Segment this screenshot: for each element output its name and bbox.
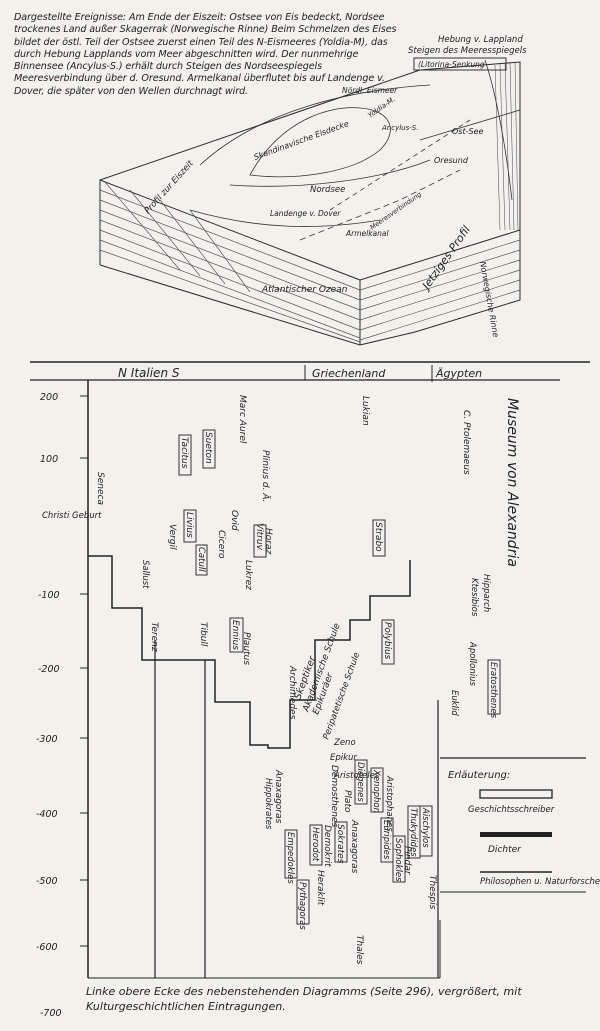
top-caption: Dargestellte Ereignisse: Am Ende der Eis… bbox=[14, 12, 397, 97]
entry-aischylos: Aischylos bbox=[420, 807, 430, 848]
entry-cicero: Cicero bbox=[216, 530, 226, 559]
entry-euripides: Euripides bbox=[381, 820, 391, 860]
entry-anaxagoras: Anaxagoras bbox=[349, 819, 359, 874]
right-mountain-hatching bbox=[494, 61, 519, 231]
header-griechenland: Griechenland bbox=[312, 367, 386, 380]
entry-hippokrates: Hippokrates bbox=[263, 778, 273, 830]
entry-plato: Plato bbox=[342, 790, 352, 813]
tick-minus-600: -600 bbox=[36, 942, 58, 953]
entry-demosthenes: Demosthenes bbox=[329, 765, 339, 827]
entry-sophokles: Sophokles bbox=[393, 838, 403, 882]
tick-200: 200 bbox=[40, 392, 58, 403]
tick-minus-200: -200 bbox=[38, 664, 60, 675]
entry-hipparch: Hipparch bbox=[481, 574, 491, 612]
entry-euklid: Euklid bbox=[449, 690, 459, 716]
tick-minus-100: -100 bbox=[38, 590, 60, 601]
greece-entries: Lukian Strabo Polybius Skeptiker Akademi… bbox=[263, 396, 437, 965]
entry-pindar: Pindar bbox=[402, 846, 412, 876]
legend-poet-swatch bbox=[480, 832, 552, 837]
entry-tibull: Tibull bbox=[198, 622, 208, 647]
y-ticks: 200 100 -100 -200 -300 -400 -500 -600 -7… bbox=[36, 392, 88, 1019]
entry-aristoteles: Aristoteles bbox=[333, 771, 380, 781]
tick-minus-700: -700 bbox=[40, 1008, 62, 1019]
christi-label: Christi Geburt bbox=[42, 511, 102, 521]
tick-100: 100 bbox=[40, 454, 58, 465]
entry-tacitus: Tacitus bbox=[179, 437, 189, 469]
entry-eratosthenes: Eratosthenes bbox=[488, 662, 498, 719]
landenge-label: Landenge v. Dover bbox=[270, 209, 341, 218]
legend-poets: Dichter bbox=[488, 845, 522, 855]
entry-livius: Livius bbox=[184, 512, 194, 538]
entry-sokrates: Sokrates bbox=[335, 824, 345, 864]
eismeer-label: Nördl. Eismeer bbox=[342, 86, 398, 95]
entry-museum: Museum von Alexandria bbox=[504, 398, 520, 567]
entry-ovid: Ovid bbox=[229, 510, 239, 531]
armelkanal-label: Armelkanal bbox=[345, 229, 390, 238]
litorina-label: (Litorina-Senkung bbox=[418, 60, 485, 69]
ostsee-label: Ost-See bbox=[452, 127, 483, 136]
staircase-boundary bbox=[88, 555, 411, 749]
entry-polybius: Polybius bbox=[382, 622, 392, 660]
entry-epikur: Epikur bbox=[330, 753, 357, 763]
entry-catull: Catull bbox=[196, 547, 206, 572]
entry-sueton: Sueton bbox=[203, 432, 213, 464]
entry-thespis: Thespis bbox=[427, 875, 437, 910]
entry-apollonius: Apollonius bbox=[467, 641, 477, 686]
nordsee-label: Nordsee bbox=[310, 185, 345, 195]
entry-anaxagoras-2: Anaxagoras bbox=[273, 769, 283, 824]
header-agypten: Ägypten bbox=[435, 367, 482, 380]
entry-heraklit: Heraklit bbox=[315, 870, 325, 906]
entry-herodot: Herodot bbox=[310, 827, 320, 862]
legend-historians: Geschichtsschreiber bbox=[468, 805, 555, 815]
entry-seneca: Seneca bbox=[95, 472, 105, 505]
legend-title: Erläuterung: bbox=[448, 770, 510, 781]
entry-plautus: Plautus bbox=[241, 632, 251, 665]
hebung-label: Hebung v. Lappland bbox=[438, 35, 523, 45]
entry-thukydides: Thukydides bbox=[408, 808, 418, 857]
entry-thales: Thales bbox=[354, 935, 364, 965]
entry-ktesibios: Ktesibios bbox=[469, 578, 479, 617]
italy-entries: Seneca Marc Aurel Sueton Tacitus Plinius… bbox=[95, 395, 273, 665]
entry-diogenes: Diogenes bbox=[355, 762, 365, 802]
block-diagram: Hebung v. Lappland Steigen des Meeresspi… bbox=[99, 35, 527, 346]
entry-terenz: Terenz bbox=[149, 622, 159, 652]
tick-minus-400: -400 bbox=[36, 809, 58, 820]
entry-archimedes: Archimedes bbox=[287, 665, 297, 720]
tick-minus-300: -300 bbox=[36, 734, 58, 745]
steigen-label: Steigen des Meeresspiegels bbox=[408, 46, 527, 56]
entry-strabo: Strabo bbox=[373, 522, 383, 552]
entry-pythagoras: Pythagoras bbox=[297, 882, 307, 930]
entry-vergil: Vergil bbox=[167, 524, 177, 550]
entry-demokrit: Demokrit bbox=[322, 825, 332, 867]
front-hatching bbox=[99, 181, 521, 343]
entry-marc-aurel: Marc Aurel bbox=[237, 395, 247, 444]
entry-zeno: Zeno bbox=[333, 738, 356, 748]
ancylus-label: Ancylus-S. bbox=[381, 124, 418, 132]
litorina-box bbox=[413, 57, 507, 71]
legend-philosophers: Philosophen u. Naturforscher bbox=[480, 877, 600, 887]
entry-empedokles: Empedokles bbox=[285, 832, 295, 884]
entry-lukrez: Lukrez bbox=[243, 560, 253, 590]
entry-sallust: Sallust bbox=[140, 560, 150, 589]
entry-xenophon: Xenophon bbox=[371, 769, 381, 813]
header-italien: N Italien S bbox=[118, 366, 180, 380]
entry-ptolemaeus: C. Ptolemaeus bbox=[461, 410, 471, 475]
entry-lukian: Lukian bbox=[360, 396, 370, 426]
entry-aristophanes: Aristophanes bbox=[384, 775, 394, 832]
oresund-label: Oresund bbox=[434, 156, 469, 165]
legend: Erläuterung: Geschichtsschreiber Dichter… bbox=[448, 770, 600, 887]
entry-plinius: Plinius d. Ä. bbox=[260, 450, 271, 503]
bottom-caption: Linke obere Ecke des nebenstehenden Diag… bbox=[86, 985, 522, 1013]
entry-ennius: Ennius bbox=[230, 620, 240, 650]
ozean-label: Atlantischer Ozean bbox=[261, 285, 348, 295]
entry-vitruv: Vitruv bbox=[254, 523, 264, 551]
tick-minus-500: -500 bbox=[36, 876, 58, 887]
terrain-lines bbox=[189, 59, 521, 241]
egypt-entries: C. Ptolemaeus Museum von Alexandria Hipp… bbox=[449, 398, 520, 719]
legend-historian-swatch bbox=[479, 789, 553, 799]
entry-horaz: Horaz bbox=[263, 528, 273, 554]
